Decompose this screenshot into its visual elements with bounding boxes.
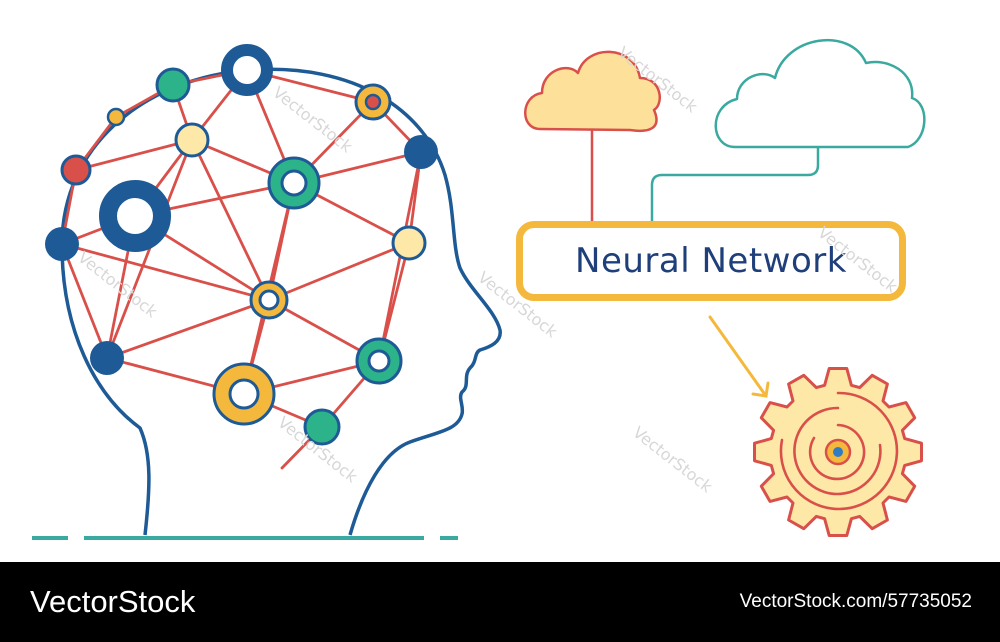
node-yellow-small: [106, 107, 126, 127]
cloud-icon-outline: [714, 39, 926, 149]
head-silhouette-icon: [60, 67, 502, 536]
footer-image-id: VectorStock.com/57735052: [739, 591, 972, 612]
node-navy-lower: [90, 341, 124, 375]
node-teal: [155, 67, 191, 103]
neural-network-label: Neural Network: [575, 241, 847, 281]
node-cream: [174, 122, 210, 158]
node-cream-right: [391, 225, 427, 261]
node-ring-navy: [221, 44, 273, 96]
node-teal-lower: [303, 408, 341, 446]
arrow-icon: [708, 315, 770, 398]
gear-icon: [753, 367, 923, 537]
neural-network-label-box: Neural Network: [516, 221, 906, 301]
footer-bar: VectorStock VectorStock.com/57735052: [0, 562, 1000, 642]
neural-network-illustration: [32, 39, 926, 540]
node-yellow-dot-center: [364, 93, 382, 111]
node-navy-left: [45, 227, 79, 261]
network-nodes: [45, 44, 438, 446]
cloud-icon-yellow: [524, 50, 662, 132]
node-navy: [404, 135, 438, 169]
node-ring-navy-large: [99, 180, 171, 252]
node-red: [60, 154, 92, 186]
cloud-connector-outline: [650, 147, 820, 221]
footer-brand: VectorStock: [30, 584, 196, 619]
